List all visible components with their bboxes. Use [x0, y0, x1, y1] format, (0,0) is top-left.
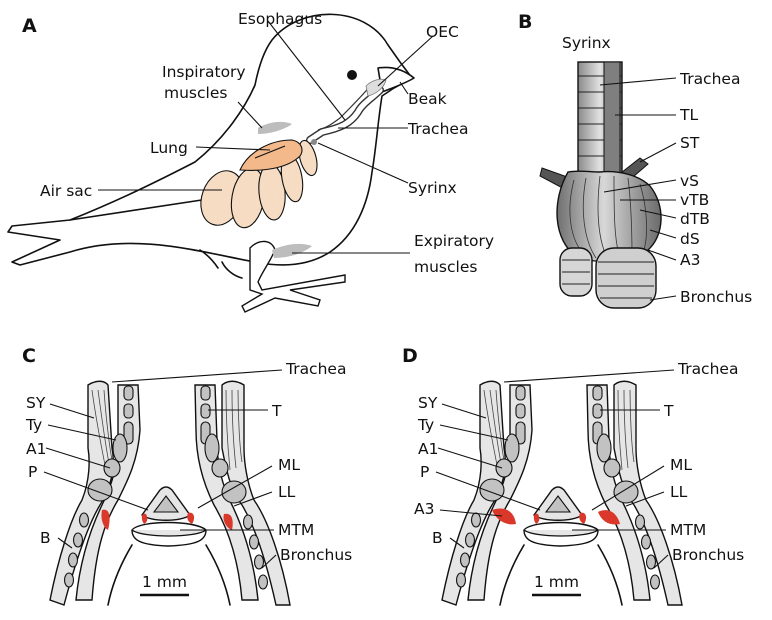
label-a3-d: A3 — [414, 500, 434, 518]
panel-a: A — [8, 10, 494, 312]
panel-b-letter: B — [518, 11, 532, 33]
label-lung: Lung — [150, 139, 188, 157]
label-expiratory-1: Expiratory — [414, 232, 494, 250]
panel-d-letter: D — [402, 345, 418, 367]
label-a3: A3 — [680, 251, 700, 269]
label-trachea-a: Trachea — [407, 120, 468, 138]
pessulus-left-labium — [142, 514, 147, 524]
panel-d: D — [402, 345, 744, 605]
syrinx-dot — [311, 139, 317, 145]
label-air-sac: Air sac — [40, 182, 92, 200]
bronchus-right — [596, 248, 656, 308]
label-b-d: B — [432, 529, 443, 547]
label-beak: Beak — [408, 90, 447, 108]
label-t-d: T — [663, 402, 674, 420]
label-ll-d: LL — [670, 483, 688, 501]
label-sy-c: SY — [26, 394, 46, 412]
label-vs: vS — [680, 172, 699, 190]
label-sy-d: SY — [418, 394, 438, 412]
label-mtm-d: MTM — [670, 521, 706, 539]
label-p-c: P — [28, 463, 37, 481]
label-ml-d: ML — [670, 456, 692, 474]
label-a1-c: A1 — [26, 440, 46, 458]
scale-label-d: 1 mm — [534, 573, 579, 591]
label-a1-d: A1 — [418, 440, 438, 458]
label-tl: TL — [679, 106, 698, 124]
label-expiratory-2: muscles — [414, 258, 477, 276]
label-bronchus-d: Bronchus — [672, 546, 744, 564]
label-t-c: T — [271, 402, 282, 420]
bird-body — [8, 14, 412, 265]
label-trachea-c: Trachea — [285, 360, 346, 378]
panel-b: B Syrinx — [518, 11, 752, 308]
label-esophagus: Esophagus — [238, 10, 322, 28]
label-bronchus-c: Bronchus — [280, 546, 352, 564]
label-dtb: dTB — [680, 210, 710, 228]
label-ds: dS — [680, 230, 700, 248]
label-inspiratory-1: Inspiratory — [162, 63, 246, 81]
label-trachea-b: Trachea — [679, 70, 740, 88]
label-p-d: P — [420, 463, 429, 481]
leg-line — [222, 262, 242, 278]
label-ty-d: Ty — [417, 416, 434, 434]
label-ty-c: Ty — [25, 416, 42, 434]
label-mtm-c: MTM — [278, 521, 314, 539]
label-oec: OEC — [426, 23, 459, 41]
scale-label-c: 1 mm — [142, 573, 187, 591]
panel-c: C — [22, 345, 352, 605]
label-syrinx-a: Syrinx — [408, 179, 457, 197]
panel-c-letter: C — [22, 345, 36, 367]
label-syrinx-b: Syrinx — [562, 34, 611, 52]
label-trachea-d: Trachea — [677, 360, 738, 378]
bronchus-left — [560, 248, 592, 296]
label-bronchus-b: Bronchus — [680, 288, 752, 306]
label-ll-c: LL — [278, 483, 296, 501]
pessulus-right-labium — [187, 513, 194, 524]
label-st: ST — [680, 134, 700, 152]
label-b-c: B — [40, 529, 51, 547]
label-vtb: vTB — [680, 191, 709, 209]
label-ml-c: ML — [278, 456, 300, 474]
eye — [347, 70, 357, 80]
panel-a-letter: A — [22, 15, 37, 37]
label-inspiratory-2: muscles — [164, 84, 227, 102]
